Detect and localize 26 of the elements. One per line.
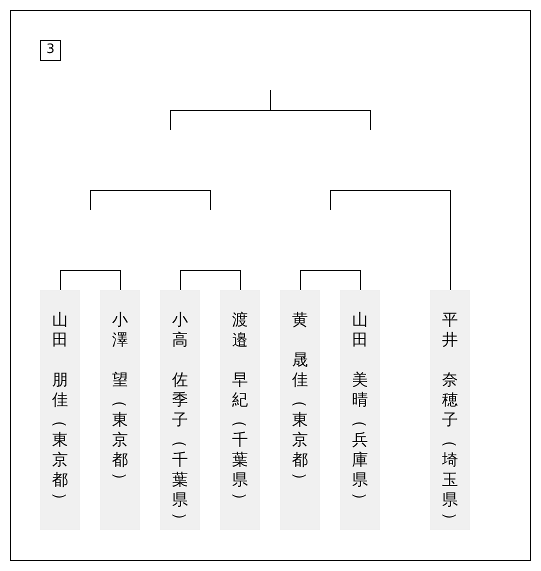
player-card <box>220 290 260 530</box>
bracket-line <box>60 270 121 290</box>
given-name-text: 早紀（千葉県） <box>232 370 248 510</box>
given-name-text: 佐季子（千葉県） <box>172 370 188 530</box>
player-card <box>40 290 80 530</box>
surname-text: 山田 <box>352 310 368 350</box>
player-card <box>160 290 200 530</box>
player-card <box>430 290 470 530</box>
player-card <box>280 290 320 530</box>
given-name-text: 奈穂子（埼玉県） <box>442 370 458 530</box>
bracket-line <box>300 270 361 290</box>
surname-text: 小澤 <box>112 310 128 350</box>
given-name-text: 望（東京都） <box>112 370 128 490</box>
given-name-text: 朋佳（東京都） <box>52 370 68 510</box>
question-number: 3 <box>40 40 61 61</box>
surname-text: 平井 <box>442 310 458 350</box>
given-name-text: 晟佳（東京都） <box>292 350 308 490</box>
surname-text: 山田 <box>52 310 68 350</box>
player-card <box>100 290 140 530</box>
surname-text: 小高 <box>172 310 188 350</box>
given-name-text: 美晴（兵庫県） <box>352 370 368 510</box>
surname-text: 黄 <box>292 310 308 330</box>
bracket-line <box>180 270 241 290</box>
bracket-line <box>330 190 451 290</box>
player-card <box>340 290 380 530</box>
surname-text: 渡邉 <box>232 310 248 350</box>
